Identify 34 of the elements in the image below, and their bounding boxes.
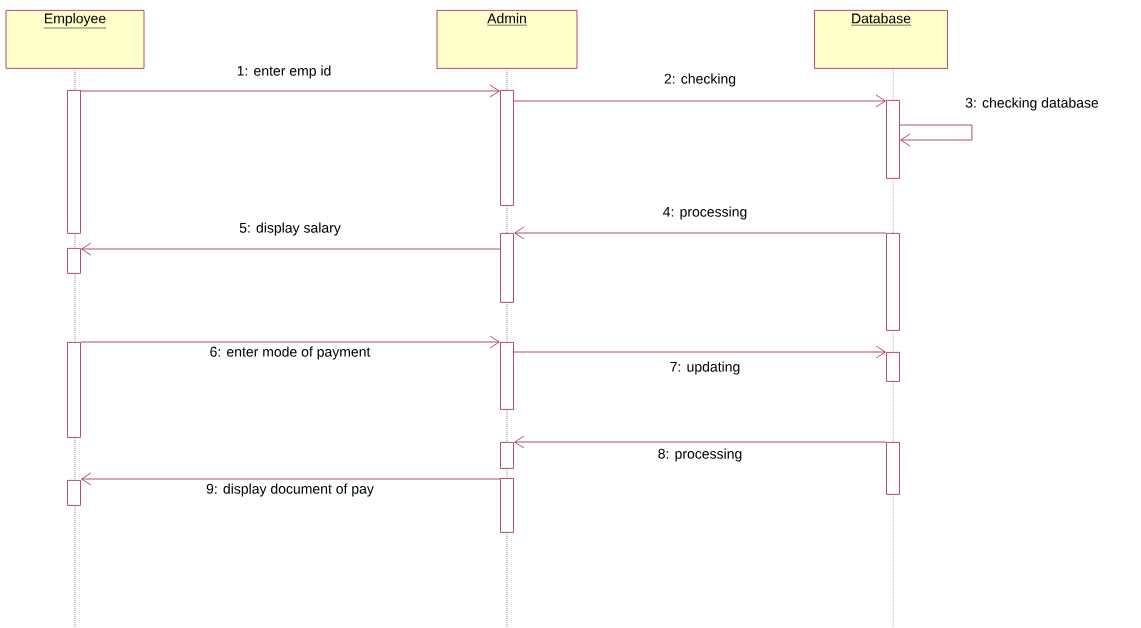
message-label: 9: display document of pay (206, 483, 374, 497)
message-label: 6: enter mode of payment (210, 346, 371, 360)
message-label: 5: display salary (239, 222, 341, 236)
message-arrow (80, 335, 500, 349)
actor-box: Database (814, 10, 948, 69)
message-label: 3: checking database (965, 97, 1099, 111)
message-arrow (513, 94, 886, 108)
activation-bar (67, 480, 81, 506)
self-message-arrow (899, 124, 973, 147)
message-label: 4: processing (663, 206, 747, 220)
activation-bar (500, 342, 514, 410)
message-arrow (81, 242, 501, 256)
message-arrow (514, 435, 887, 449)
activation-bar (67, 248, 81, 274)
actor-box: Employee (5, 10, 145, 69)
message-label: 1: enter emp id (237, 65, 331, 79)
message-arrow (81, 472, 501, 486)
activation-bar (500, 442, 514, 469)
message-label: 8: processing (658, 448, 742, 462)
activation-bar (500, 478, 514, 533)
message-label: 2: checking (664, 73, 736, 87)
activation-bar (67, 342, 81, 438)
message-label: 7: updating (670, 361, 740, 375)
message-arrow (514, 226, 887, 240)
activation-bar (886, 233, 900, 331)
message-arrow (80, 84, 500, 98)
activation-bar (500, 233, 514, 303)
actor-box: Admin (436, 10, 578, 69)
activation-bar (886, 442, 900, 495)
activation-bar (886, 352, 900, 382)
activation-bar (67, 90, 81, 234)
activation-bar (500, 90, 514, 206)
activation-bar (886, 100, 900, 179)
message-arrow (513, 345, 886, 359)
